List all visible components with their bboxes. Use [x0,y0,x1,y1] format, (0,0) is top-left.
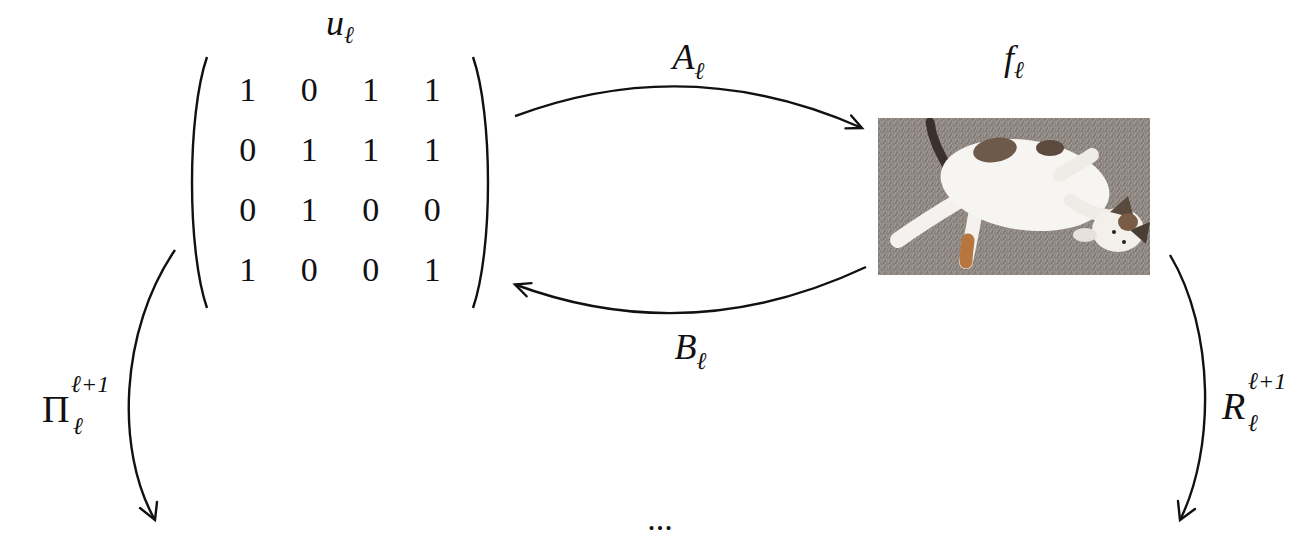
operator-symbol: Π [42,390,69,428]
variable-name: u [326,3,344,43]
arrow-head [1178,501,1195,520]
map-name: A [673,39,695,75]
matrix-row: 0 1 1 1 [239,133,441,167]
superscript: ℓ+1 [71,372,109,396]
subscript: ℓ [1014,57,1024,83]
matrix-row: 0 1 0 0 [239,193,441,227]
arrow-head [140,502,157,520]
variable-name: f [1004,38,1014,78]
cat-photo [878,118,1150,275]
ellipsis: ... [647,502,673,536]
matrix-node: uℓ1 0 1 10 1 1 10 1 0 01 0 0 1 [185,55,495,310]
subscript: ℓ [73,414,83,438]
image-node: fℓ [878,118,1150,275]
variable-label: fℓ [1004,40,1024,82]
restriction-arrow [129,250,175,520]
subscript: ℓ [695,59,705,83]
map-name: B [675,329,697,365]
variable-label: uℓ [326,5,354,47]
matrix-row: 1 0 1 1 [239,73,441,107]
map-arrow [515,267,866,313]
subscript: ℓ [697,349,707,373]
subscript: ℓ [1248,411,1258,435]
map-arrow [515,86,862,128]
superscript: ℓ+1 [1248,369,1286,393]
subscript: ℓ [344,22,354,48]
operator-symbol: R [1222,387,1245,425]
matrix-row: 1 0 0 1 [239,253,441,287]
restriction-arrow [1170,255,1205,520]
